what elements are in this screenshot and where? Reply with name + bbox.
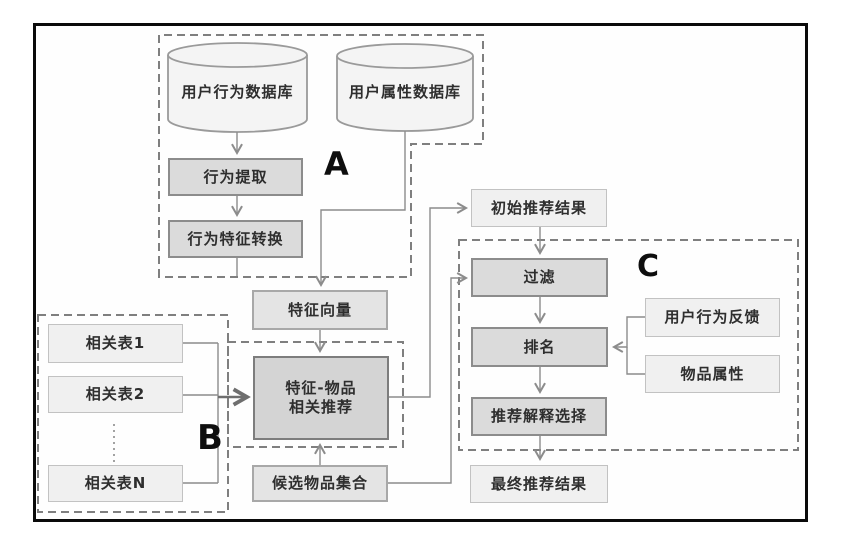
region-a-label: A bbox=[324, 145, 349, 183]
node-final-results: 最终推荐结果 bbox=[470, 465, 608, 503]
user-attribute-db-cylinder bbox=[336, 43, 474, 132]
node-related-table-1: 相关表1 bbox=[48, 324, 183, 363]
node-related-table-2: 相关表2 bbox=[48, 376, 183, 413]
node-item-attributes: 物品属性 bbox=[645, 355, 780, 393]
node-user-behavior-feedback: 用户行为反馈 bbox=[645, 298, 780, 337]
node-explanation-selection: 推荐解释选择 bbox=[471, 397, 607, 436]
region-c-label: C bbox=[637, 249, 660, 284]
node-user-behavior-db: 用户行为数据库 bbox=[181, 82, 294, 101]
region-a-outline bbox=[158, 34, 484, 278]
node-feature-vector: 特征向量 bbox=[252, 290, 388, 330]
node-behavior-feature-conversion: 行为特征转换 bbox=[168, 220, 303, 258]
node-ranking: 排名 bbox=[471, 327, 608, 367]
node-candidate-item-set: 候选物品集合 bbox=[252, 465, 388, 502]
connectors bbox=[113, 131, 645, 484]
node-related-table-n: 相关表N bbox=[48, 465, 183, 502]
node-initial-results: 初始推荐结果 bbox=[471, 189, 607, 227]
node-feature-item-recommend: 特征-物品 相关推荐 bbox=[253, 356, 389, 440]
region-c-outline bbox=[458, 239, 799, 451]
node-filter: 过滤 bbox=[471, 258, 608, 297]
node-user-attribute-db: 用户属性数据库 bbox=[348, 82, 461, 101]
node-behavior-extraction: 行为提取 bbox=[168, 158, 303, 196]
region-b-label: B bbox=[197, 418, 223, 458]
